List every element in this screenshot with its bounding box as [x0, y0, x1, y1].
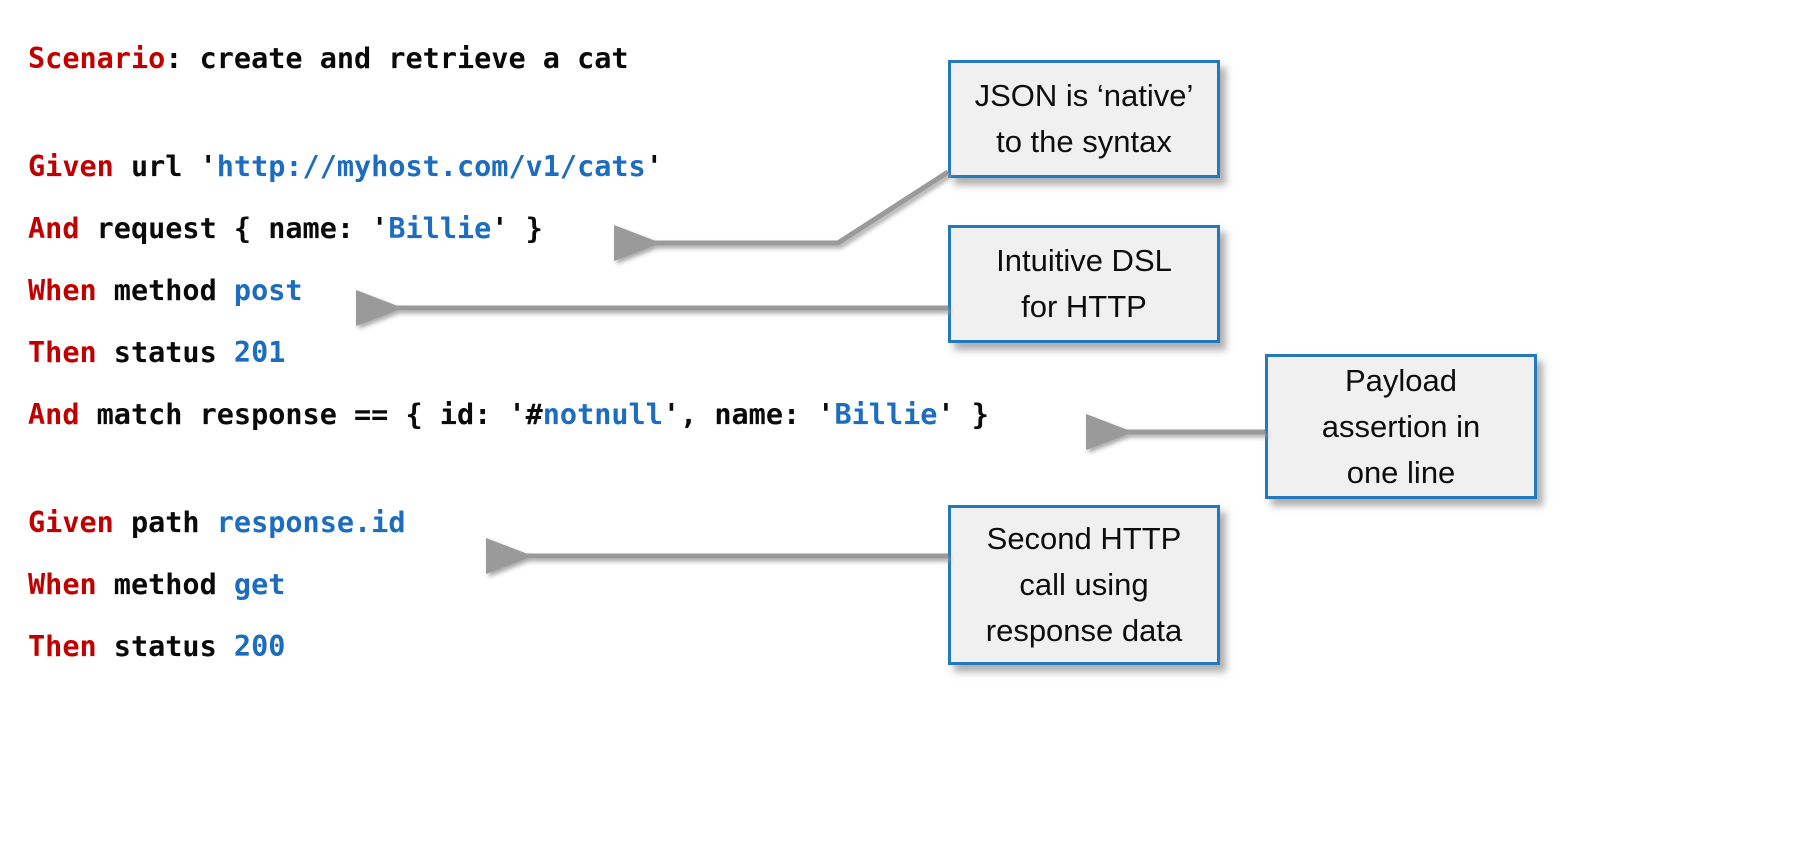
line-scenario: Scenario: create and retrieve a cat [28, 28, 1148, 90]
callout-intuitive-dsl-text: Intuitive DSL for HTTP [996, 238, 1172, 330]
line-and-request-part-0: And [28, 212, 80, 245]
callout-intuitive-dsl[interactable]: Intuitive DSL for HTTP [948, 225, 1220, 343]
line-and-match-part-1: match response == { id: '# [79, 398, 543, 431]
callout-payload-assertion[interactable]: Payload assertion in one line [1265, 354, 1537, 499]
line-when-method-get-part-1: method [96, 568, 234, 601]
callout-intuitive-dsl-line-0: Intuitive DSL [996, 243, 1172, 278]
line-and-request-part-3: ' } [491, 212, 543, 245]
callout-second-http-call-line-2: response data [985, 613, 1183, 648]
line-given-path-part-0: Given [28, 506, 114, 539]
callout-second-http-call-line-1: call using [1019, 567, 1149, 602]
callout-payload-assertion-text: Payload assertion in one line [1322, 358, 1481, 496]
line-and-match-part-5: ' } [937, 398, 989, 431]
line-given-url-part-2: http://myhost.com/v1/cats [216, 150, 646, 183]
line-given-url-part-0: Given [28, 150, 114, 183]
line-when-method-post: When method post [28, 260, 1148, 322]
line-then-status-200-part-1: status [96, 630, 234, 663]
callout-intuitive-dsl-line-1: for HTTP [1021, 289, 1147, 324]
line-scenario-part-0: Scenario [28, 42, 166, 75]
callout-second-http-call[interactable]: Second HTTP call using response data [948, 505, 1220, 665]
line-given-url-part-3: ' [645, 150, 663, 183]
callout-payload-assertion-line-0: Payload [1344, 362, 1458, 398]
line-when-method-post-part-1: method [96, 274, 234, 307]
callout-json-native-line-1: to the syntax [996, 124, 1172, 159]
line-scenario-part-1: : create and retrieve a cat [165, 42, 629, 75]
callout-json-native-text: JSON is ‘native’ to the syntax [975, 73, 1194, 165]
line-given-path: Given path response.id [28, 492, 1148, 554]
line-and-match-part-4: Billie [834, 398, 938, 431]
line-when-method-get-part-0: When [28, 568, 97, 601]
line-then-status-201-part-1: status [96, 336, 234, 369]
karate-code-block: Scenario: create and retrieve a cat Give… [28, 28, 1148, 678]
line-then-status-201-part-2: 201 [233, 336, 286, 369]
line-and-match-part-3: ', name: ' [662, 398, 835, 431]
line-and-request-part-2: Billie [388, 212, 492, 245]
line-when-method-post-part-2: post [233, 274, 303, 307]
line-then-status-201-part-0: Then [28, 336, 97, 369]
line-then-status-200-part-2: 200 [233, 630, 286, 663]
line-given-path-part-2: response.id [216, 506, 406, 539]
line-when-method-get: When method get [28, 554, 1148, 616]
line-and-match-part-2: notnull [542, 398, 663, 431]
callout-second-http-call-line-0: Second HTTP [986, 521, 1182, 556]
line-when-method-post-part-0: When [28, 274, 97, 307]
line-given-path-part-1: path [113, 506, 217, 539]
line-blank-2 [28, 446, 1148, 492]
line-given-url: Given url 'http://myhost.com/v1/cats' [28, 136, 1148, 198]
line-then-status-201: Then status 201 [28, 322, 1148, 384]
line-and-request-part-1: request { name: ' [79, 212, 389, 245]
callout-json-native[interactable]: JSON is ‘native’ to the syntax [948, 60, 1220, 178]
line-given-url-part-1: url ' [113, 150, 217, 183]
callout-payload-assertion-line-2: one line [1346, 454, 1456, 490]
line-then-status-200-part-0: Then [28, 630, 97, 663]
callout-payload-assertion-line-1: assertion in [1321, 408, 1481, 444]
line-and-match-part-0: And [28, 398, 80, 431]
callout-second-http-call-text: Second HTTP call using response data [986, 516, 1182, 654]
line-and-request: And request { name: 'Billie' } [28, 198, 1148, 260]
line-then-status-200: Then status 200 [28, 616, 1148, 678]
callout-json-native-line-0: JSON is ‘native’ [974, 78, 1194, 113]
line-and-match: And match response == { id: '#notnull', … [28, 384, 1148, 446]
line-when-method-get-part-2: get [233, 568, 286, 601]
